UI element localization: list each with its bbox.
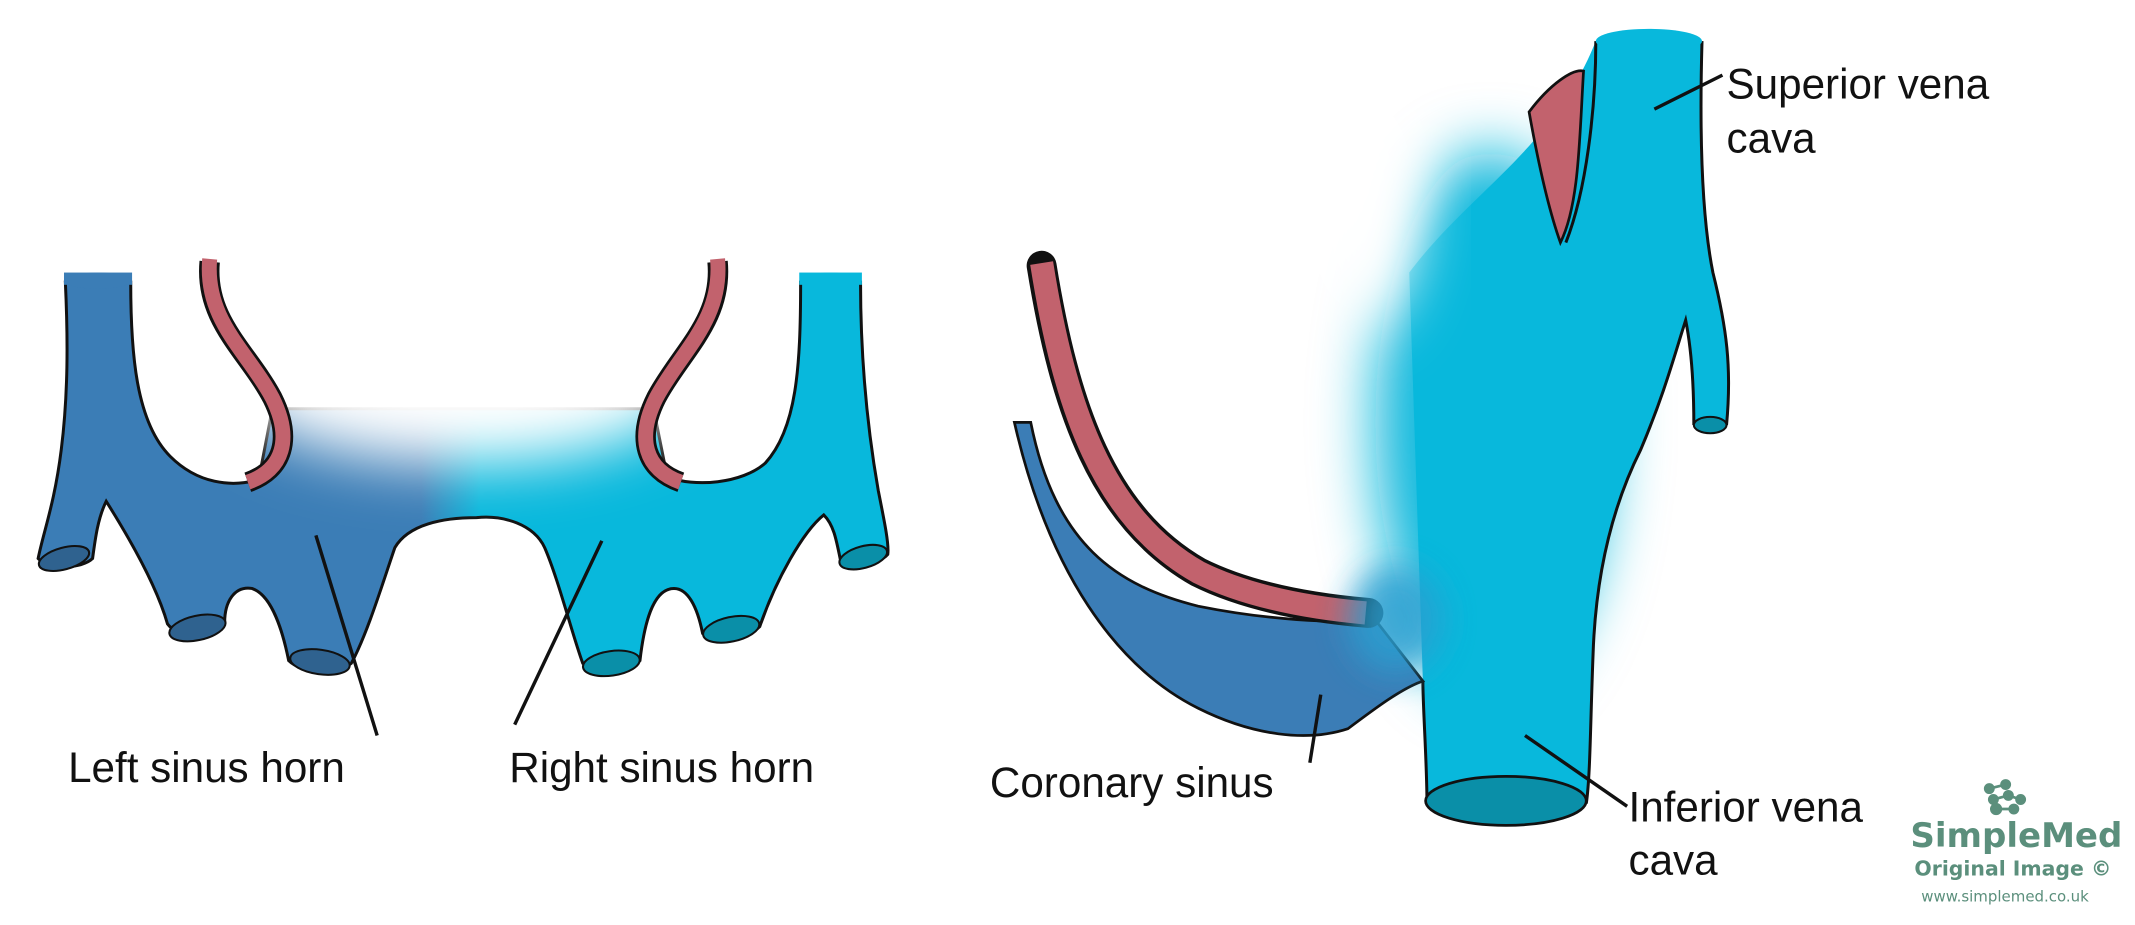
brand-subtitle: Original Image © [1914, 857, 2111, 881]
ivc-pointer [1524, 734, 1629, 808]
coronary-sinus-label: Coronary sinus [990, 759, 1274, 806]
ivc-label-line2: cava [1628, 836, 1718, 883]
svc-artery [1527, 69, 1585, 247]
ivc-label-line1: Inferior vena [1628, 783, 1863, 830]
left-sinus-horn-label: Left sinus horn [68, 744, 345, 791]
coronary-sinus-pointer [1308, 694, 1323, 764]
coronary-sinus-body [1012, 420, 1426, 737]
brand-name: SimpleMed [1910, 816, 2122, 856]
left-sinus-horn-pointer [314, 534, 379, 737]
vena-cava-body [1409, 41, 1729, 819]
vessel-caps [37, 543, 889, 678]
simplemed-watermark: SimpleMed Original Image © www.simplemed… [1910, 779, 2122, 906]
svc-label-line2: cava [1727, 115, 1817, 162]
svc-pointer [1653, 73, 1724, 111]
right-artery [635, 258, 729, 492]
vena-cava-outline [1421, 41, 1731, 804]
vena-cava-figure: Coronary sinus Superior vena cava Inferi… [990, 28, 1990, 883]
right-sinus-horn-pointer [513, 540, 604, 726]
left-artery [199, 258, 294, 492]
svc-top [1595, 28, 1703, 54]
coronary-artery [1030, 261, 1367, 625]
brand-url: www.simplemed.co.uk [1921, 888, 2089, 906]
ivc-cap [1424, 774, 1588, 827]
junction-fade [1347, 565, 1444, 675]
molecule-icon [1983, 779, 2027, 816]
right-sinus-horn-label: Right sinus horn [509, 744, 814, 791]
sinus-horns-figure: Left sinus horn Right sinus horn [36, 258, 890, 791]
svc-label-line1: Superior vena [1727, 60, 1990, 107]
branch-cap [1692, 415, 1728, 435]
blur-fade [231, 299, 695, 464]
